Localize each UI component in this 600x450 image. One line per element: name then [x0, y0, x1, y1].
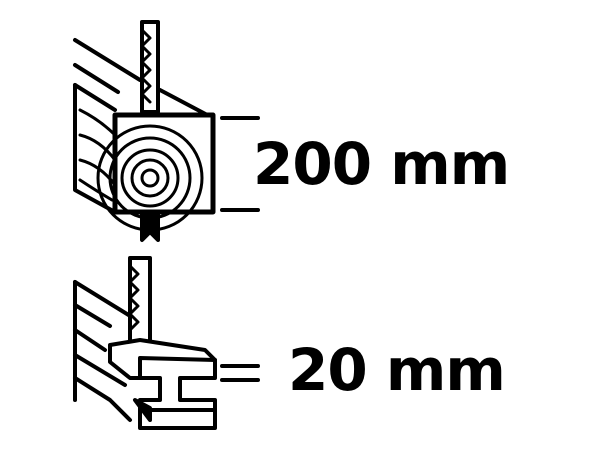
wood-beam-cut-icon — [73, 20, 260, 242]
wood-capacity-label: 200 mm — [253, 130, 510, 198]
metal-capacity-label: 20 mm — [288, 336, 506, 404]
metal-profile-cut-icon — [73, 256, 260, 430]
